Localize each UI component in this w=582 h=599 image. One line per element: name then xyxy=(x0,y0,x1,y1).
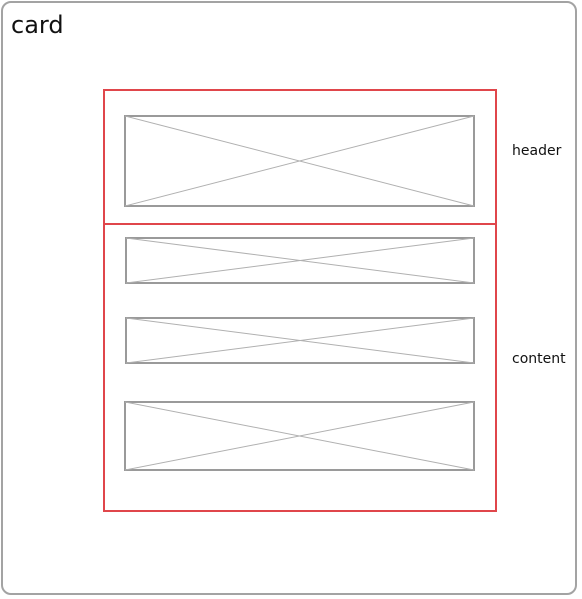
header-image-placeholder-icon xyxy=(124,115,475,207)
content-image-placeholder-3-icon xyxy=(124,401,475,471)
content-section xyxy=(103,223,497,512)
card-title: card xyxy=(11,11,64,39)
content-image-placeholder-1-icon xyxy=(125,237,475,284)
header-label: header xyxy=(512,143,562,159)
content-image-placeholder-2-icon xyxy=(125,317,475,364)
content-label: content xyxy=(512,351,566,367)
